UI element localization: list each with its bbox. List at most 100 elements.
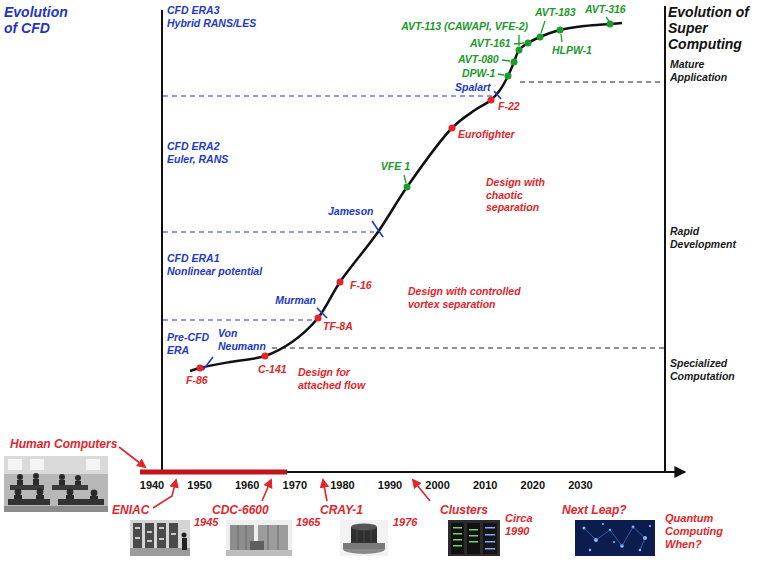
pioneer-label: Von Neumann <box>218 327 266 352</box>
quantum-computing-picture <box>596 530 610 540</box>
label-slot: Rapid Development <box>670 225 736 250</box>
label-slot: 1990 <box>378 479 402 492</box>
quantum-computing-picture <box>583 523 652 551</box>
label-slot: 1950 <box>187 479 211 492</box>
clusters-photo <box>469 529 478 531</box>
clusters-photo <box>485 541 495 543</box>
cray-1-photo <box>340 520 388 556</box>
aircraft-dot <box>262 353 269 360</box>
axis-year: 1950 <box>187 479 211 492</box>
milestone-dot <box>516 47 523 54</box>
cray-1-photo <box>371 529 372 543</box>
eniac-photo <box>147 531 152 533</box>
milestone-dot <box>557 27 564 34</box>
aircraft-label: TF-8A <box>323 320 353 333</box>
chart-heading: Evolution of CFD <box>4 4 78 36</box>
label-slot: 2010 <box>473 479 497 492</box>
label-slot: Murman <box>275 294 316 307</box>
human-computers-photo <box>75 475 81 481</box>
cray-1-photo <box>357 529 358 543</box>
phase-divider <box>272 82 664 348</box>
human-computers-photo <box>67 489 74 496</box>
eniac-photo <box>171 533 176 535</box>
pioneer-label: Jameson <box>328 205 374 218</box>
chart-frame <box>664 6 666 472</box>
milestone-label: HLPW-1 <box>552 44 592 57</box>
label-slot: F-16 <box>350 279 372 292</box>
label-slot: 1980 <box>330 479 354 492</box>
quantum-computing-picture <box>584 527 645 550</box>
cray-1-photo <box>351 524 377 531</box>
cray-1-photo <box>340 520 388 556</box>
cray-1-photo <box>364 530 365 543</box>
label-slot: ENIAC <box>112 503 149 517</box>
future-note: Quantum Computing When? <box>665 512 723 552</box>
milestone-leader <box>404 175 406 183</box>
label-slot: VFE 1 <box>381 160 410 173</box>
quantum-computing-picture <box>575 520 655 556</box>
human-computers-photo <box>33 479 39 485</box>
label-slot: Mature Application <box>670 58 727 83</box>
design-note: Design for attached flow <box>298 366 378 391</box>
eniac-photo <box>130 520 190 556</box>
human-computers-photo <box>30 459 44 470</box>
label-slot: Design with chaotic separation <box>486 176 556 214</box>
chart-heading: Evolution of Super Computing <box>668 4 756 52</box>
label-slot: Next Leap? <box>562 503 627 517</box>
era-title: CFD ERA3 <box>167 4 220 17</box>
human-computers-photo <box>75 481 81 485</box>
computer-name: ENIAC <box>112 503 149 517</box>
clusters-photo <box>467 523 480 554</box>
pioneer-label: Spalart <box>455 81 491 94</box>
milestone-dot <box>607 21 614 28</box>
quantum-computing-picture <box>584 528 596 540</box>
aircraft-label: Eurofighter <box>458 128 515 141</box>
eniac-photo <box>159 527 164 529</box>
eniac-photo <box>159 538 164 540</box>
cdc-6600-photo <box>238 525 239 550</box>
label-slot: AVT-161 <box>470 37 511 50</box>
label-slot: F-86 <box>186 374 208 387</box>
label-slot: 1970 <box>283 479 307 492</box>
milestone-leader <box>561 34 562 42</box>
pointer-arrow <box>119 447 145 467</box>
clusters-photo <box>483 523 497 554</box>
clusters-photo <box>453 527 462 529</box>
eniac-photo <box>135 527 140 529</box>
milestone-leader <box>502 60 510 61</box>
label-slot: Hybrid RANS/LES <box>167 17 256 30</box>
milestone-label: VFE 1 <box>381 160 410 173</box>
label-slot: Eurofighter <box>458 128 515 141</box>
pioneer-tick <box>372 221 383 237</box>
computer-year: 1945 <box>194 516 218 529</box>
human-computers-photo <box>33 473 39 479</box>
clusters-photo <box>453 539 462 541</box>
eniac-photo <box>130 548 190 556</box>
label-slot: Von Neumann <box>218 327 266 352</box>
axis-year: 1990 <box>378 479 402 492</box>
quantum-computing-picture <box>575 520 655 556</box>
label-slot: 1945 <box>194 516 218 529</box>
cray-1-photo <box>357 529 371 543</box>
axis-year: 2010 <box>473 479 497 492</box>
label-slot: Circa 1990 <box>505 512 533 538</box>
quantum-computing-picture <box>622 527 633 546</box>
milestone-label: AVT-316 <box>585 3 626 16</box>
label-slot: Human Computers <box>10 437 117 451</box>
human-computers-photo <box>90 496 98 499</box>
era-divider <box>163 231 374 232</box>
label-slot: 1940 <box>140 479 164 492</box>
label-slot: Jameson <box>328 205 374 218</box>
cdc-6600-photo <box>250 541 264 550</box>
label-slot: Quantum Computing When? <box>665 512 723 552</box>
pioneer-tick <box>203 91 501 370</box>
quantum-computing-picture <box>613 541 615 543</box>
clusters-photo <box>453 545 462 547</box>
computer-name: Next Leap? <box>562 503 627 517</box>
axis-year: 1970 <box>283 479 307 492</box>
milestone-leader <box>518 35 519 46</box>
label-slot: 2030 <box>568 479 592 492</box>
quantum-computing-picture <box>649 525 651 527</box>
human-computers-photo <box>4 456 108 512</box>
